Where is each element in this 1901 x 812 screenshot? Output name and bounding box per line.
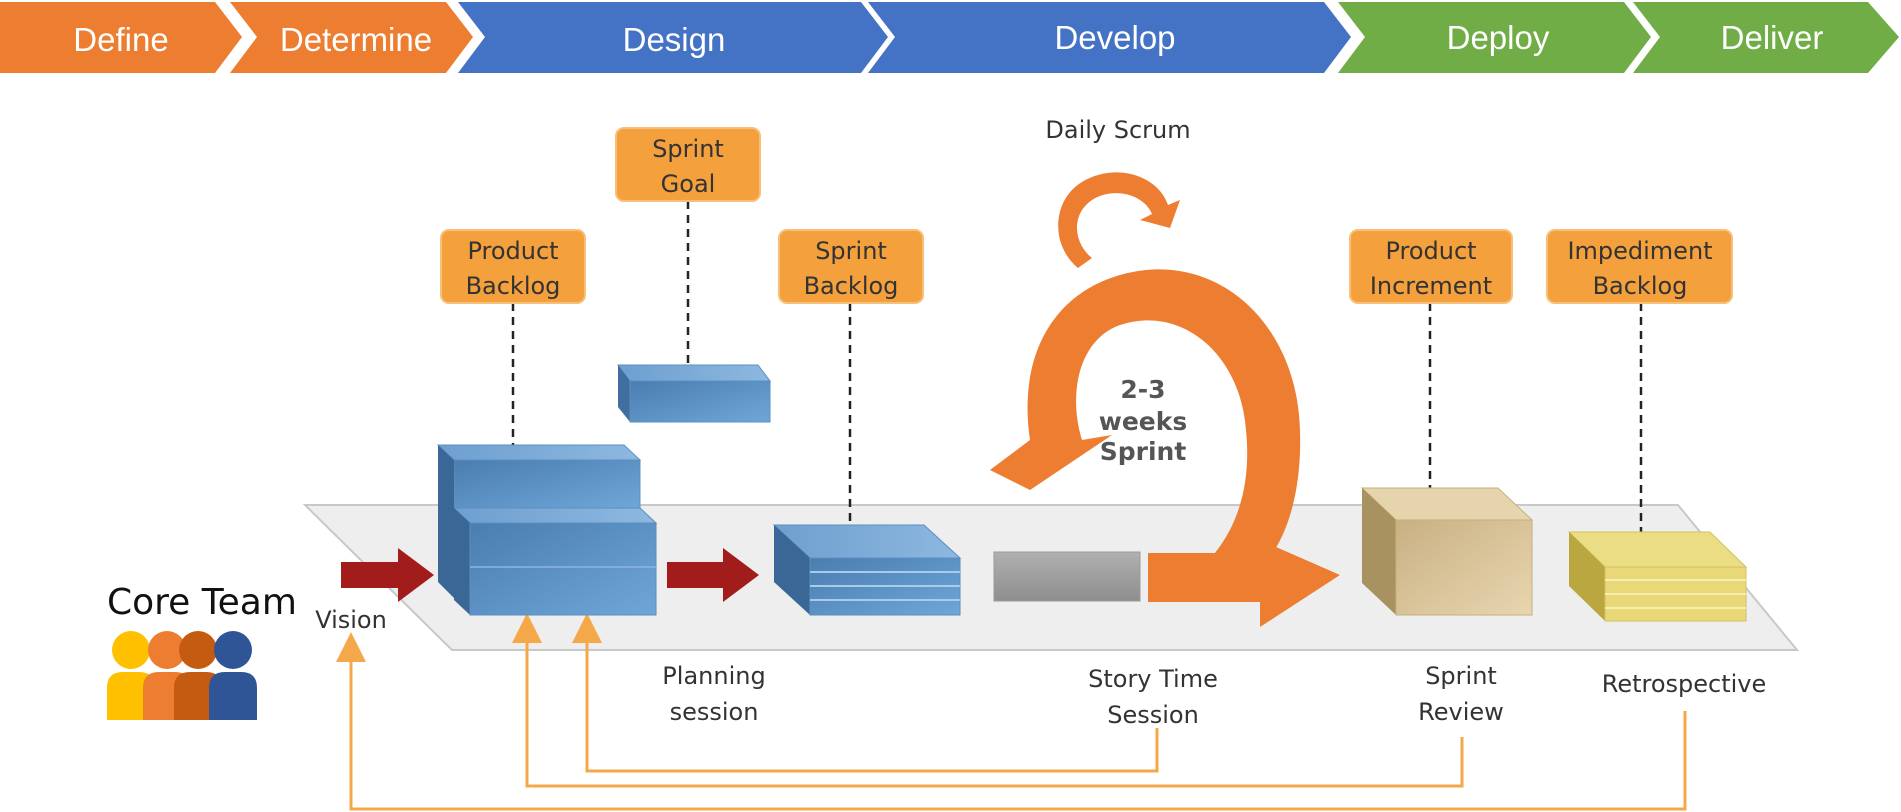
sprint-goal-block <box>617 364 771 423</box>
sprint-cycle-arrow <box>990 269 1340 627</box>
sprint-work-block <box>993 551 1141 602</box>
phase-bar: Define Determine Design Develop Deploy D… <box>0 2 1899 73</box>
impediment-backlog-line1: Impediment <box>1567 237 1712 265</box>
daily-scrum-label: Daily Scrum <box>1045 116 1190 144</box>
feedback-loops <box>336 613 1687 811</box>
artifact-connectors <box>511 201 1643 532</box>
phase-deploy: Deploy <box>1338 2 1651 73</box>
phase-define: Define <box>0 2 242 73</box>
phase-deliver: Deliver <box>1633 2 1899 73</box>
artifact-sprint-backlog: Sprint Backlog <box>778 229 924 304</box>
vision-label: Vision <box>315 606 387 634</box>
team-people-icon <box>107 631 257 720</box>
phase-develop: Develop <box>868 2 1351 73</box>
phase-deploy-label: Deploy <box>1447 19 1550 56</box>
phase-design-label: Design <box>623 21 726 58</box>
artifact-sprint-goal: Sprint Goal <box>615 127 761 202</box>
product-backlog-line2: Backlog <box>466 272 561 300</box>
flow-arrows <box>341 548 759 602</box>
sprint-backlog-line2: Backlog <box>804 272 899 300</box>
product-increment-line1: Product <box>1385 237 1476 265</box>
sprint-duration-line3: Sprint <box>1100 437 1187 466</box>
story-time-line2: Session <box>1107 701 1199 729</box>
core-team-label: Core Team <box>107 582 297 623</box>
sprint-review-line1: Sprint <box>1425 662 1497 690</box>
sprint-duration-line1: 2-3 <box>1120 375 1165 404</box>
artifact-product-increment: Product Increment <box>1349 229 1513 304</box>
sprint-review-feedback-line <box>512 613 1464 788</box>
phase-define-label: Define <box>73 21 168 58</box>
product-increment-block <box>1360 487 1534 616</box>
story-time-line1: Story Time <box>1088 665 1218 693</box>
retrospective-feedback-line <box>336 632 1687 811</box>
sprint-backlog-block <box>772 524 962 616</box>
vision-flow-arrow <box>341 548 434 602</box>
phase-develop-label: Develop <box>1054 19 1175 56</box>
retrospective-label: Retrospective <box>1602 670 1767 698</box>
impediment-backlog-line2: Backlog <box>1593 272 1688 300</box>
sprint-backlog-line1: Sprint <box>815 237 887 265</box>
story-time-feedback-line <box>572 613 1159 773</box>
core-team: Core Team <box>107 582 297 720</box>
phase-design: Design <box>458 2 888 73</box>
phase-determine-label: Determine <box>280 21 432 58</box>
impediment-backlog-block <box>1567 531 1748 622</box>
planning-session-line1: Planning <box>662 662 765 690</box>
artifact-product-backlog: Product Backlog <box>440 229 586 304</box>
sprint-duration: 2-3 weeks Sprint <box>1099 375 1188 466</box>
phase-determine: Determine <box>230 2 473 73</box>
product-increment-line2: Increment <box>1370 272 1492 300</box>
planning-session-line2: session <box>670 698 759 726</box>
phase-deliver-label: Deliver <box>1721 19 1824 56</box>
planning-flow-arrow <box>667 548 759 602</box>
sprint-goal-line1: Sprint <box>652 135 724 163</box>
daily-scrum-arrow <box>1058 172 1180 268</box>
product-backlog-block <box>436 444 658 616</box>
sprint-review-line2: Review <box>1418 698 1504 726</box>
sprint-goal-line2: Goal <box>661 170 716 198</box>
product-backlog-line1: Product <box>467 237 558 265</box>
artifact-impediment-backlog: Impediment Backlog <box>1546 229 1733 304</box>
sprint-duration-line2: weeks <box>1099 407 1188 436</box>
